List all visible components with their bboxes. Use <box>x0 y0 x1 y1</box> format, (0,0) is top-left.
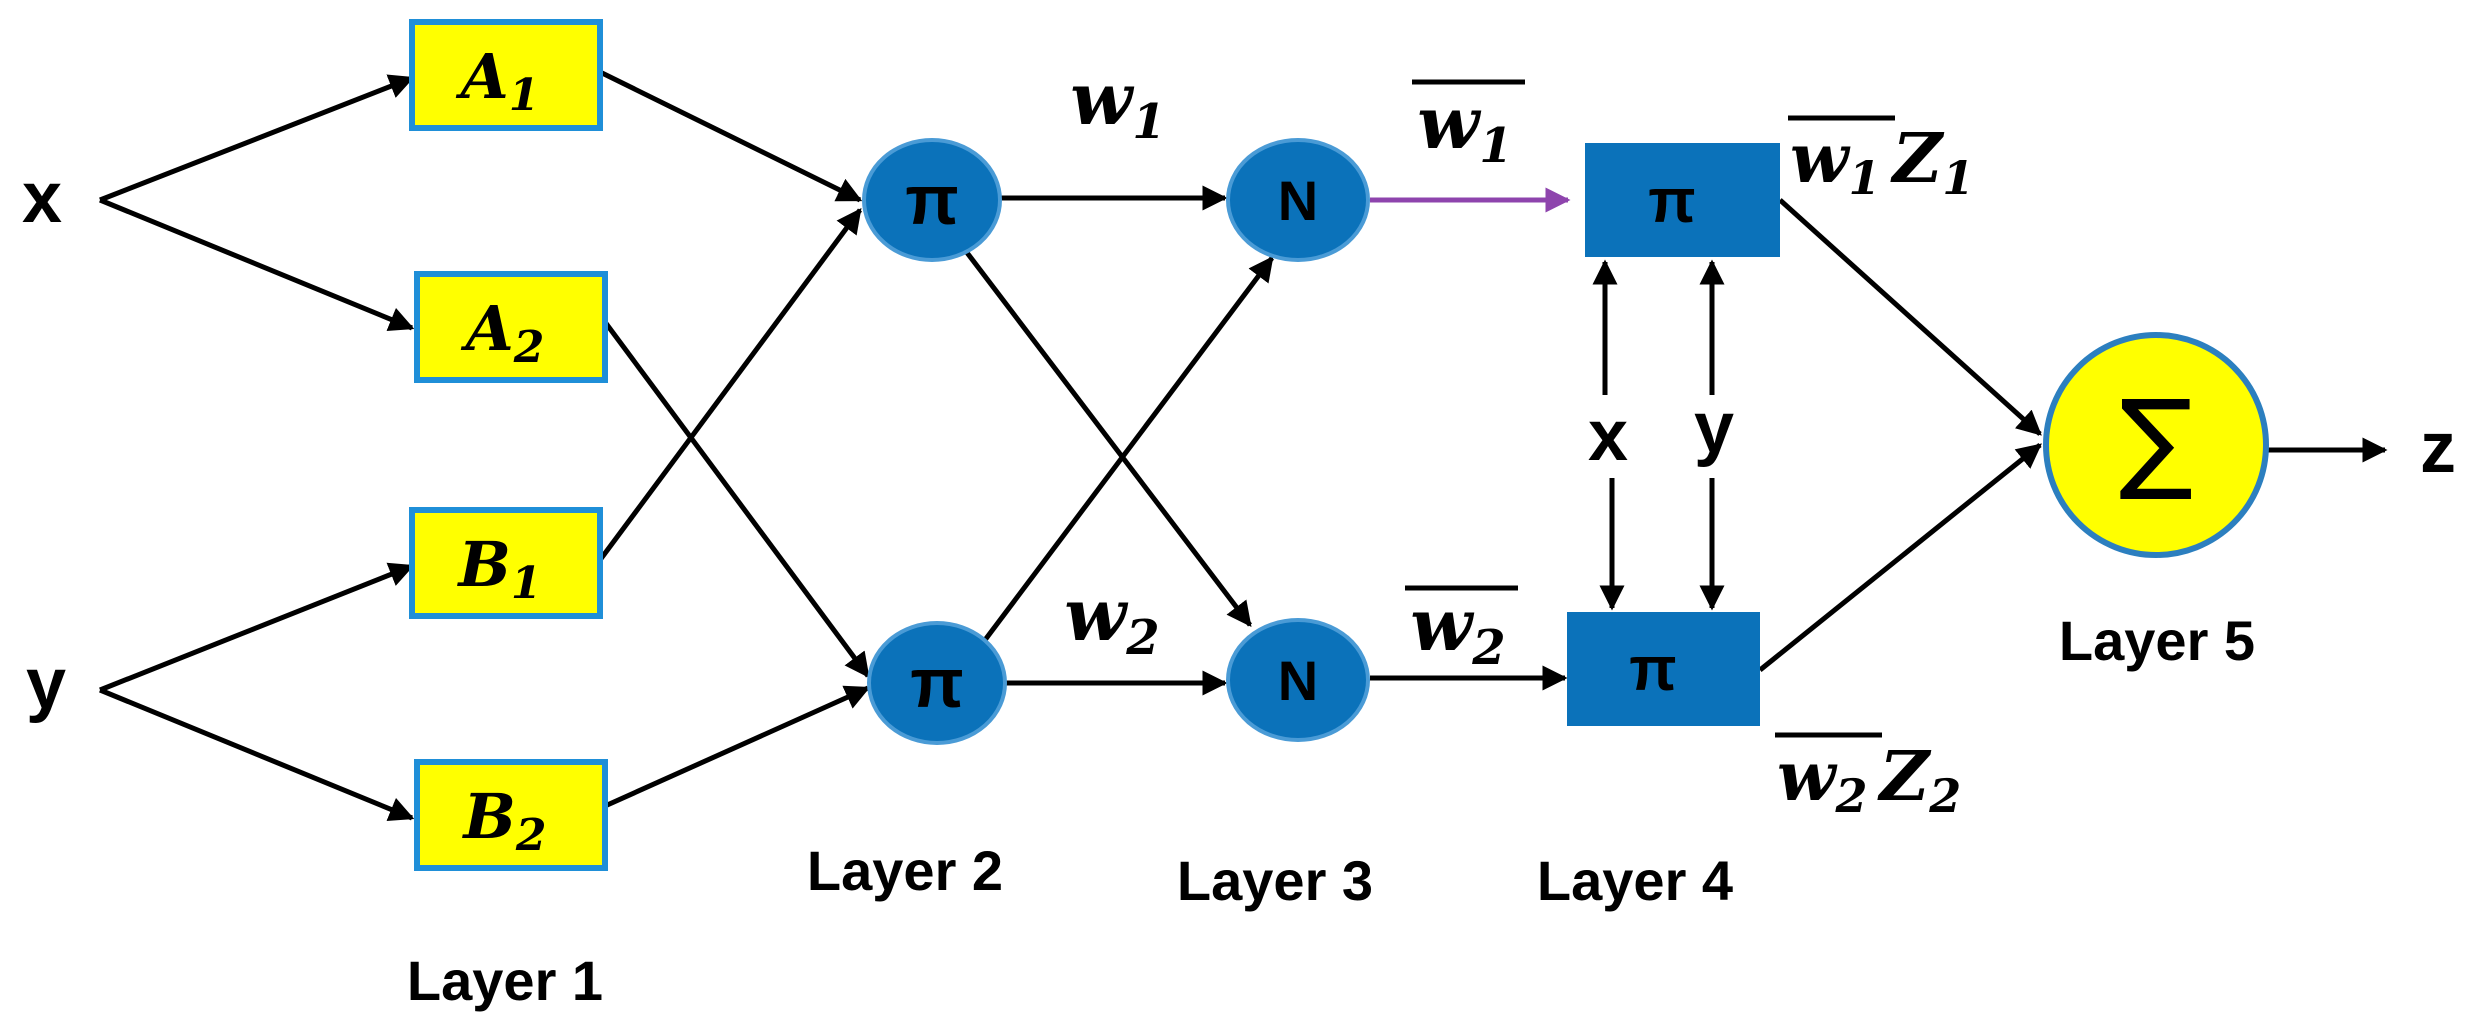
membership-node-a1: A1 <box>409 19 603 131</box>
membership-letter: B <box>461 780 515 853</box>
sum-node: ∑ <box>2043 332 2269 558</box>
membership-subscript: 2 <box>513 322 545 373</box>
layer-2-label: Layer 2 <box>807 839 1003 902</box>
layer4-input-x-label: x <box>1588 396 1628 476</box>
arrow-pi-rect-top-to-sum <box>1778 198 2042 436</box>
product-node-top: π <box>862 138 1002 262</box>
consequent-node-bottom: π <box>1567 612 1760 726</box>
membership-subscript: 1 <box>509 70 540 121</box>
arrow-x-to-a2 <box>99 197 415 332</box>
norm-node-top: N <box>1226 138 1370 262</box>
norm-node-bottom: N <box>1226 618 1370 742</box>
arrow-pi-top-to-n-bottom <box>963 248 1252 627</box>
arrow-a2-to-pi-bottom <box>602 320 871 679</box>
input-y-label: y <box>26 644 66 724</box>
svg-text:B1: B1 <box>456 528 541 609</box>
weight-w2-label: w2 <box>1064 572 1159 666</box>
layer4-input-y-label: y <box>1694 388 1734 468</box>
svg-text:N: N <box>1278 649 1318 712</box>
svg-text:π: π <box>1648 167 1695 236</box>
svg-text:w2: w2 <box>1410 582 1505 676</box>
layer-3-label: Layer 3 <box>1177 849 1373 912</box>
membership-letter: B <box>456 528 510 601</box>
membership-letter: A <box>461 292 514 365</box>
connections <box>99 69 2388 822</box>
svg-text:w1: w1 <box>1417 80 1512 174</box>
layer-1-label: Layer 1 <box>407 949 603 1012</box>
arrow-pi-bottom-to-n-top <box>983 256 1274 642</box>
membership-subscript: 1 <box>511 558 542 609</box>
normalized-weight-w2-label: w2 <box>1405 582 1518 676</box>
svg-text:π: π <box>905 161 959 239</box>
membership-letter: A <box>456 40 509 113</box>
output-z-label: z <box>2420 408 2456 488</box>
svg-text:π: π <box>910 644 964 722</box>
arrow-y-to-b2 <box>99 687 415 822</box>
arrow-x-to-a1 <box>99 74 415 203</box>
layer-5-label: Layer 5 <box>2059 609 2255 672</box>
input-x-label: x <box>22 158 62 238</box>
membership-node-a2: A2 <box>414 271 608 383</box>
layer-4-label: Layer 4 <box>1537 849 1733 912</box>
svg-text:A2: A2 <box>461 292 545 373</box>
svg-text:N: N <box>1278 169 1318 232</box>
arrow-b1-to-pi-top <box>597 207 863 562</box>
weight-w1-label: w1 <box>1070 56 1165 150</box>
svg-text:π: π <box>1629 635 1676 704</box>
svg-text:B2: B2 <box>461 780 546 861</box>
arrow-a1-to-pi-top <box>598 69 863 203</box>
membership-node-b1: B1 <box>409 507 603 619</box>
product-node-bottom: π <box>867 621 1007 745</box>
membership-subscript: 2 <box>515 810 547 861</box>
consequent-node-top: π <box>1585 143 1780 257</box>
arrow-pi-rect-bottom-to-sum <box>1758 443 2042 672</box>
normalized-weight-w1-label: w1 <box>1412 79 1525 174</box>
svg-text:A1: A1 <box>456 40 540 121</box>
sum-symbol: ∑ <box>2119 376 2193 504</box>
arrow-y-to-b1 <box>99 562 415 693</box>
membership-node-b2: B2 <box>414 759 608 871</box>
arrow-b2-to-pi-bottom <box>603 685 871 809</box>
